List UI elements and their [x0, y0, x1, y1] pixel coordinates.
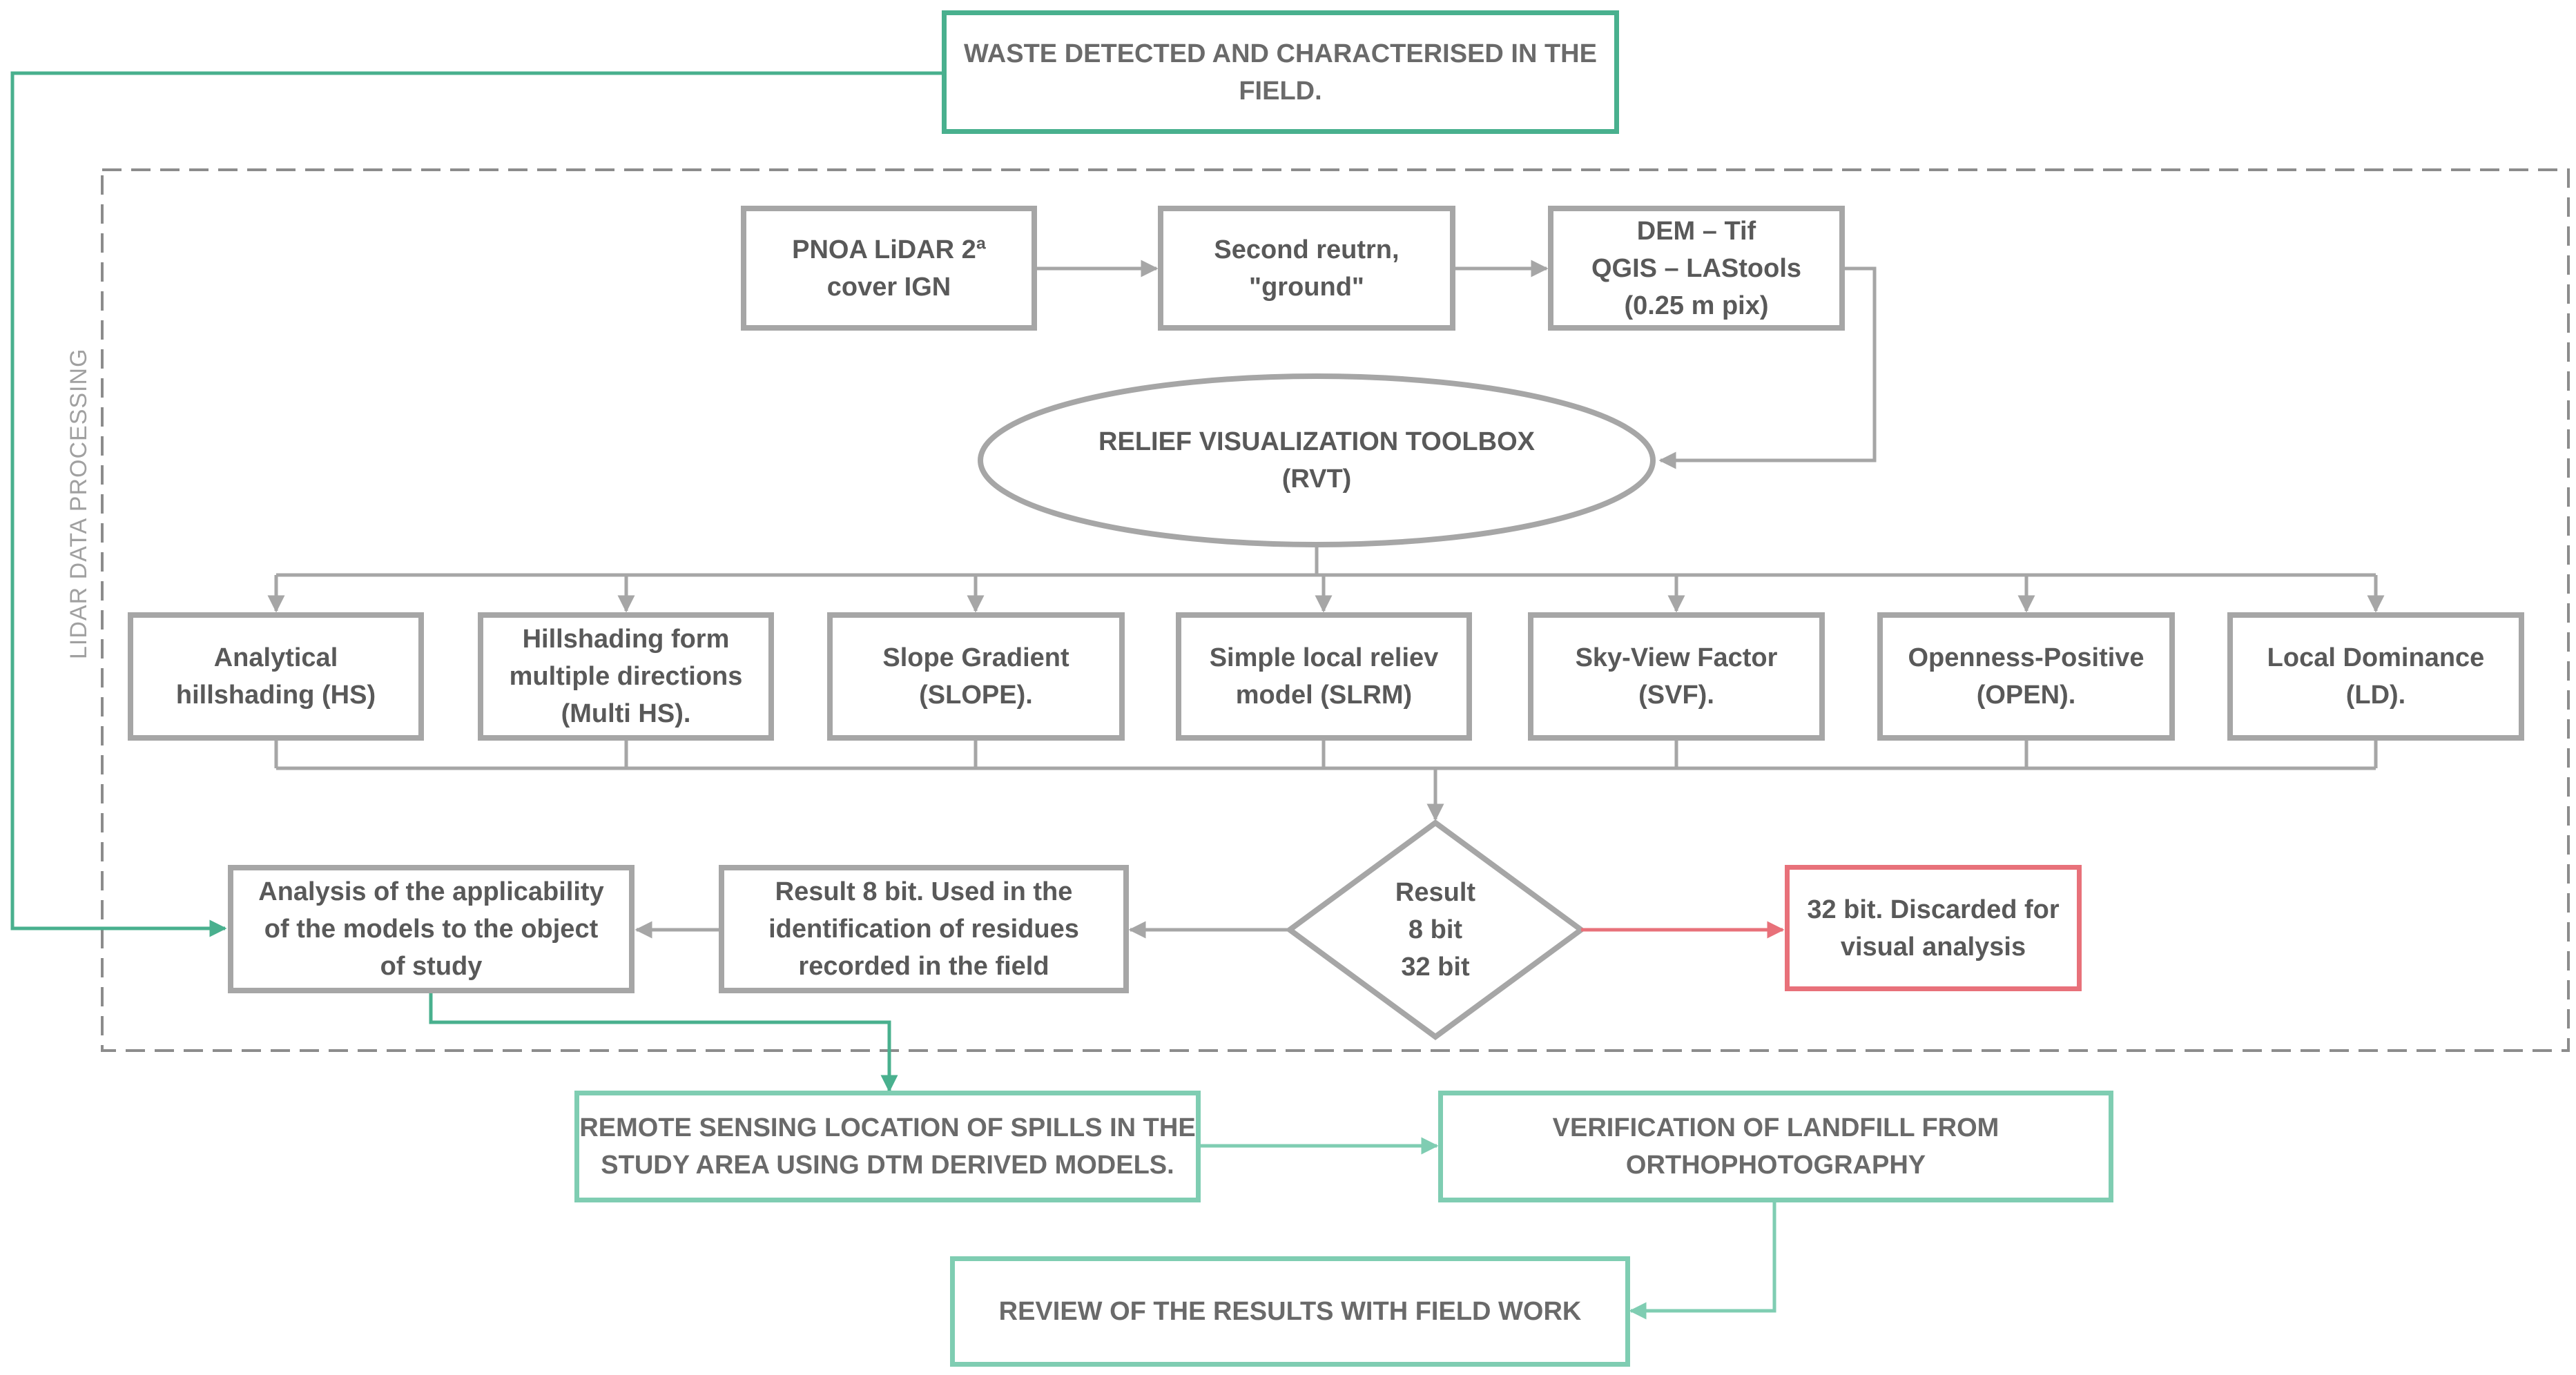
node-waste-detected: WASTE DETECTED AND CHARACTERISED IN THE …: [942, 10, 1619, 134]
node-slope: Slope Gradient (SLOPE).: [827, 612, 1125, 741]
node-pnoa-lidar: PNOA LiDAR 2ª cover IGN: [741, 206, 1037, 331]
node-verification: VERIFICATION OF LANDFILL FROM ORTHOPHOTO…: [1438, 1091, 2113, 1202]
node-svf: Sky-View Factor (SVF).: [1528, 612, 1825, 741]
connector-dem-to-rvt: [1658, 266, 1877, 469]
node-applicability: Analysis of the applicability of the mod…: [228, 865, 635, 993]
lidar-processing-frame: [101, 168, 2570, 1052]
node-result-8bit: Result 8 bit. Used in the identification…: [719, 865, 1129, 993]
node-discarded-32bit: 32 bit. Discarded for visual analysis: [1785, 865, 2082, 991]
node-multi-hs: Hillshading form multiple directions (Mu…: [478, 612, 774, 741]
connector-waste-to-applicability: [10, 71, 945, 937]
node-hs: Analytical hillshading (HS): [128, 612, 424, 741]
result-decision-diamond: [1285, 819, 1586, 1040]
node-review: REVIEW OF THE RESULTS WITH FIELD WORK: [950, 1256, 1630, 1367]
rvt-ellipse: [978, 373, 1656, 547]
node-remote-sensing: REMOTE SENSING LOCATION OF SPILLS IN THE…: [574, 1091, 1201, 1202]
node-slrm: Simple local reliev model (SLRM): [1176, 612, 1472, 741]
node-result-label: Result 8 bit 32 bit: [1395, 878, 1476, 982]
connector-verification-to-review: [1629, 1200, 1776, 1320]
node-rvt-label: RELIEF VISUALIZATION TOOLBOX (RVT): [1098, 427, 1535, 494]
lidar-data-processing-label: LIDAR DATA PROCESSING: [66, 348, 92, 660]
node-ld: Local Dominance (LD).: [2227, 612, 2524, 741]
node-dem-tif: DEM – Tif QGIS – LAStools (0.25 m pix): [1548, 206, 1845, 331]
node-second-return: Second reutrn, "ground": [1158, 206, 1455, 331]
node-open: Openness-Positive (OPEN).: [1877, 612, 2175, 741]
connector-applicability-to-remote-sensing: [429, 992, 898, 1093]
